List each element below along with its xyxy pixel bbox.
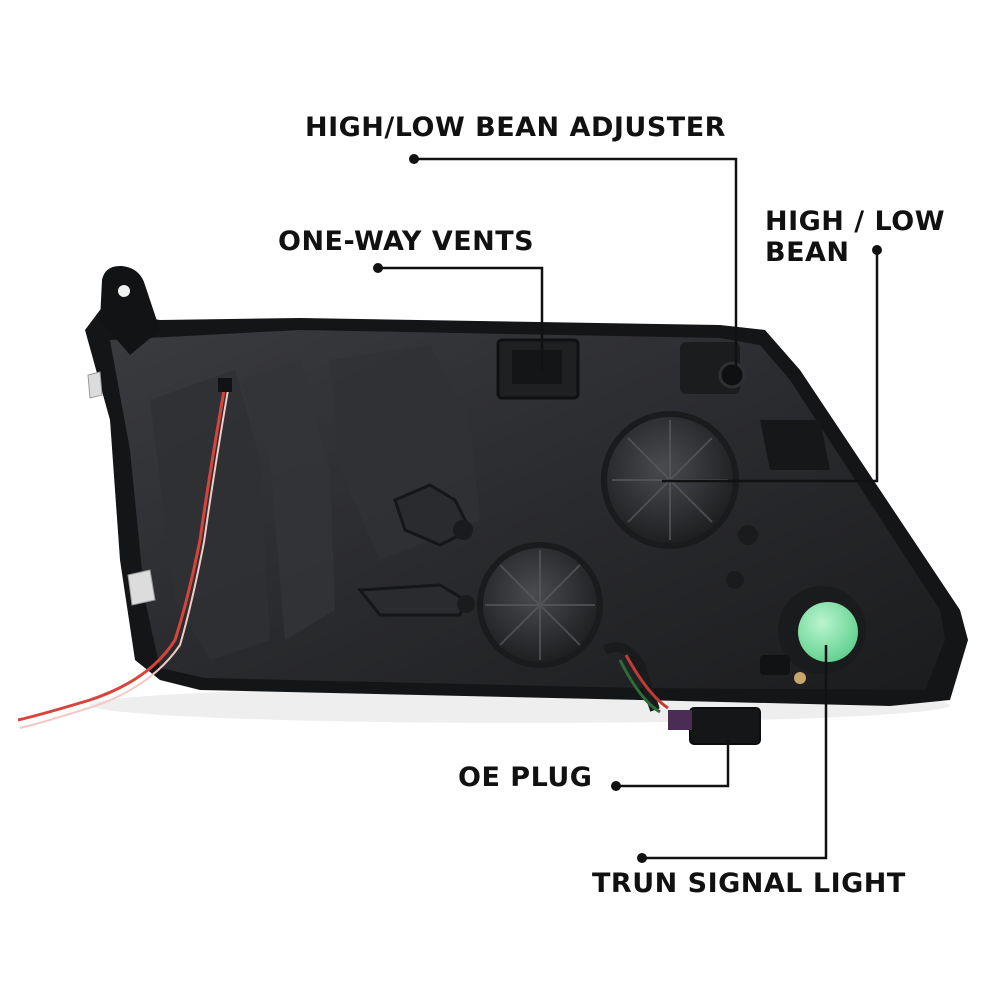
leader-plug xyxy=(616,740,730,788)
callout-high-low-beam: HIGH / LOW BEAN xyxy=(765,206,945,268)
callout-high-low-beam-line1: HIGH / LOW xyxy=(765,206,946,237)
callout-one-way-vents: ONE-WAY VENTS xyxy=(278,226,535,257)
leader-vents xyxy=(378,266,544,370)
red-wire xyxy=(17,384,227,722)
callout-oe-plug: OE PLUG xyxy=(458,762,593,793)
leader-adjuster xyxy=(414,157,738,375)
callout-high-low-beam-line2: BEAN xyxy=(765,237,850,269)
callout-beam-adjuster: HIGH/LOW BEAN ADJUSTER xyxy=(305,112,726,143)
leader-turn xyxy=(642,645,828,860)
callout-turn-signal-light: TRUN SIGNAL LIGHT xyxy=(592,868,906,899)
oe-plug-connector xyxy=(689,707,761,745)
leader-beam xyxy=(662,250,879,483)
leader-dots xyxy=(373,154,882,863)
adjuster-knob xyxy=(718,361,746,389)
mounting-tab xyxy=(100,265,160,355)
leader-lines xyxy=(378,157,879,860)
turn-signal-lens xyxy=(798,602,858,662)
